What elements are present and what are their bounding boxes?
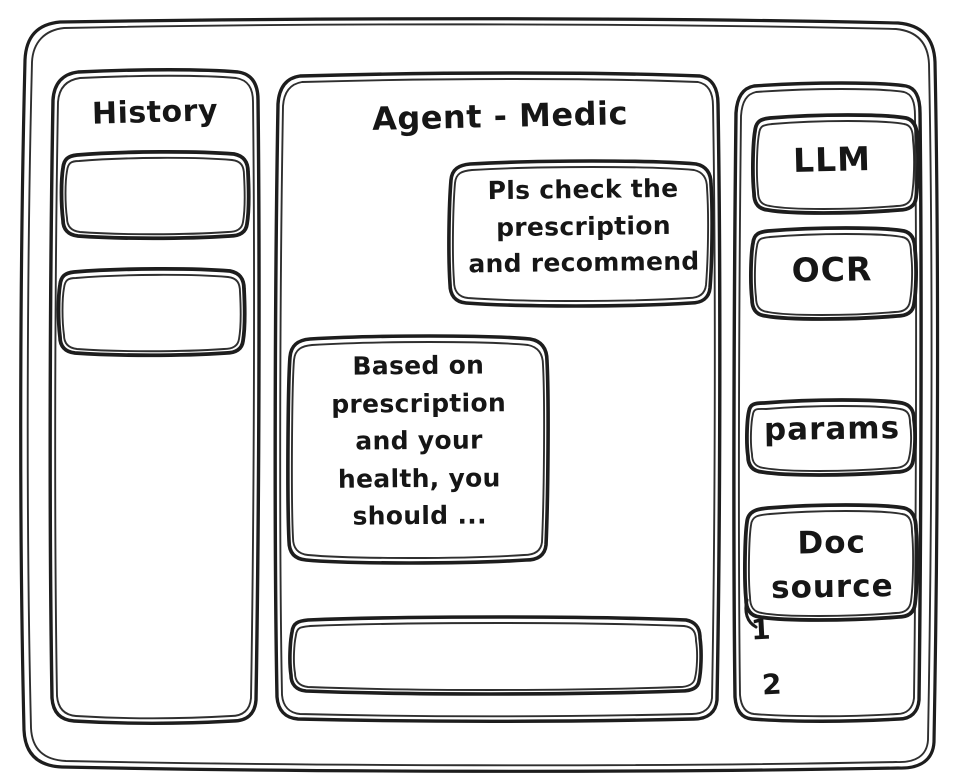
tool-card-frame-doc-source[interactable]: [743, 503, 919, 622]
tools-panel-frame: [732, 81, 923, 723]
tool-card-label-llm: LLM: [792, 139, 872, 180]
page-title: Agent - Medic: [371, 94, 629, 138]
tool-card-label-ocr: OCR: [791, 249, 873, 290]
user-message-bubble-frame: [447, 159, 714, 308]
doc-source-list-item-1[interactable]: 1: [750, 612, 772, 647]
history-panel-frame: [48, 68, 261, 725]
history-item-frame-2[interactable]: [56, 266, 247, 358]
tool-card-label-params: params: [763, 410, 901, 448]
main-panel-frame: [273, 71, 722, 723]
assistant-message-bubble-frame: [286, 334, 550, 565]
tool-card-frame-params[interactable]: [745, 398, 917, 477]
window-frame: [19, 17, 940, 773]
doc-source-connector: [744, 598, 758, 629]
history-item-frame-1[interactable]: [59, 149, 251, 241]
tool-card-label-doc-source: Doc source: [770, 524, 894, 606]
tool-card-frame-llm[interactable]: [751, 113, 920, 215]
history-panel-title: History: [91, 93, 219, 132]
user-message-text: Pls check the prescription and recommend: [468, 173, 700, 279]
assistant-message-text: Based on prescription and your health, y…: [331, 350, 507, 531]
tool-card-frame-ocr[interactable]: [749, 226, 918, 321]
composer-input-frame[interactable]: [288, 615, 703, 696]
doc-source-list-item-2[interactable]: 2: [761, 667, 783, 702]
